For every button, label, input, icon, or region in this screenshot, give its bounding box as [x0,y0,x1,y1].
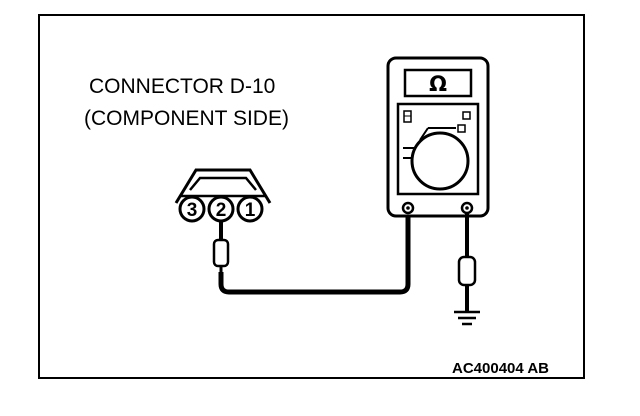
multimeter: Ω [386,56,490,218]
connector-name-label: CONNECTOR D-10 [89,75,276,98]
pin-3-label: 3 [187,200,198,221]
connector-housing-inner [189,176,257,191]
connector-pin-2: 2 [207,195,235,223]
multimeter-display [403,68,473,98]
pin-2-label: 2 [216,200,227,221]
selector-mark-right [457,124,466,133]
connector-pin-3: 3 [178,195,206,223]
selector-mark-top-right [462,111,471,120]
selector-tick-1 [419,127,429,141]
ground-probe-handle [457,255,477,287]
rotary-dial [410,131,470,191]
diagram-frame [38,14,585,379]
pin-1-label: 1 [245,200,256,221]
ground-symbol [454,310,480,326]
connector-pin-1: 1 [236,195,264,223]
connector-housing [174,168,272,204]
figure-code-label: AC400404 AB [449,360,552,377]
ohm-symbol: Ω [429,72,447,96]
ground-lead [457,213,477,312]
test-probe [212,221,230,272]
connector-side-label: (COMPONENT SIDE) [84,107,289,130]
probe-lead-wire [218,208,411,295]
connector-d10: 3 1 2 [174,168,272,223]
